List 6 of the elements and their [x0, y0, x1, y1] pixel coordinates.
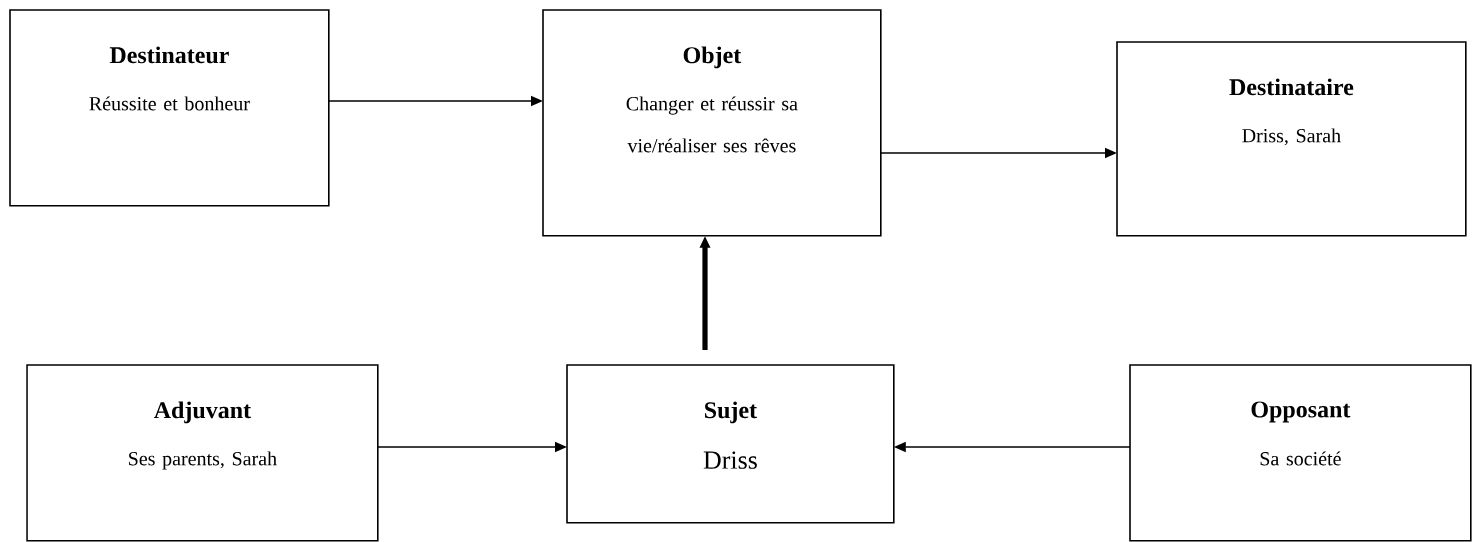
actant-box: Destinateur Réussite et bonheur: [9, 9, 330, 207]
actant-box: Destinataire Driss, Sarah: [1116, 41, 1467, 237]
actant-box: Opposant Sa société: [1129, 364, 1472, 542]
actant-box: Sujet Driss: [566, 364, 895, 524]
actant-box: Objet Changer et réussir sa vie/réaliser ses rêves: [542, 9, 882, 237]
actant-box: Adjuvant Ses parents, Sarah: [26, 364, 379, 542]
